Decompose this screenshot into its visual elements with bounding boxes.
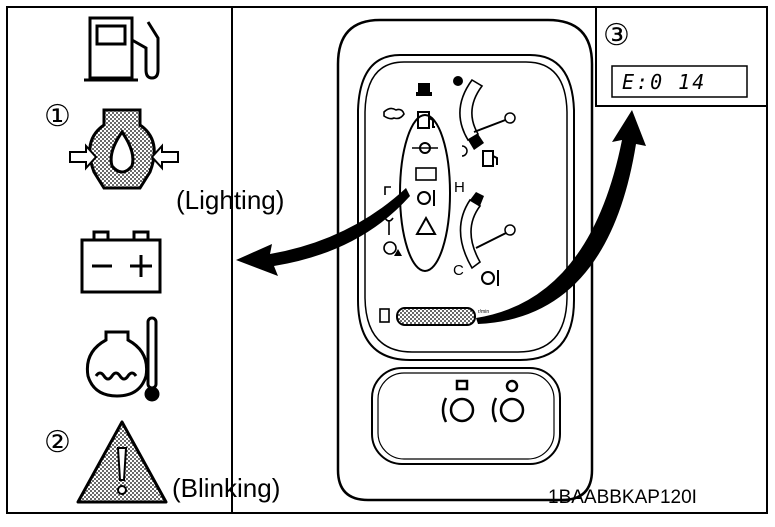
callout-3: ③ bbox=[603, 19, 630, 52]
lcd-display bbox=[611, 65, 748, 98]
fuel-indicator-icon bbox=[417, 111, 435, 129]
figure-code: 1BAABBKAP120I bbox=[548, 487, 697, 508]
temp-low-label: C bbox=[453, 262, 464, 279]
outer-frame bbox=[6, 6, 768, 514]
temperature-gauge: H C bbox=[453, 179, 516, 286]
rabbit-icon bbox=[383, 107, 405, 120]
warning-triangle-icon bbox=[76, 420, 168, 504]
callout-1: ① bbox=[44, 100, 71, 133]
blinking-label: (Blinking) bbox=[172, 473, 280, 503]
lighting-label: (Lighting) bbox=[176, 185, 284, 215]
warning-indicator-icon bbox=[415, 215, 437, 235]
fuel-gauge bbox=[453, 76, 516, 167]
callout-2: ② bbox=[44, 426, 71, 459]
coolant-indicator-icon bbox=[417, 190, 435, 206]
lcd-readout: E:0 14 bbox=[622, 70, 706, 94]
battery-indicator-icon bbox=[415, 167, 437, 181]
lcd-strip bbox=[396, 307, 476, 326]
temp-high-label: H bbox=[454, 179, 465, 196]
hourglass-icon bbox=[379, 308, 390, 323]
pto-icon bbox=[384, 186, 391, 195]
left-switch-knob[interactable] bbox=[441, 379, 475, 423]
wrench-icon bbox=[384, 217, 394, 235]
service-timer-icon bbox=[383, 241, 402, 256]
fuel-icon bbox=[84, 16, 160, 82]
oil-pressure-indicator-icon bbox=[412, 142, 438, 154]
tractor-icon bbox=[416, 83, 432, 96]
arrow-to-indicators bbox=[236, 188, 410, 276]
tacho-unit: r/min bbox=[478, 309, 489, 315]
arrow-to-lcd bbox=[476, 110, 646, 324]
right-switch-knob[interactable] bbox=[491, 379, 525, 423]
battery-icon bbox=[80, 230, 162, 294]
coolant-temperature-icon bbox=[85, 316, 160, 402]
meter-panel bbox=[336, 18, 594, 502]
oil-pressure-icon bbox=[69, 108, 179, 190]
indicator-cluster bbox=[399, 114, 451, 272]
